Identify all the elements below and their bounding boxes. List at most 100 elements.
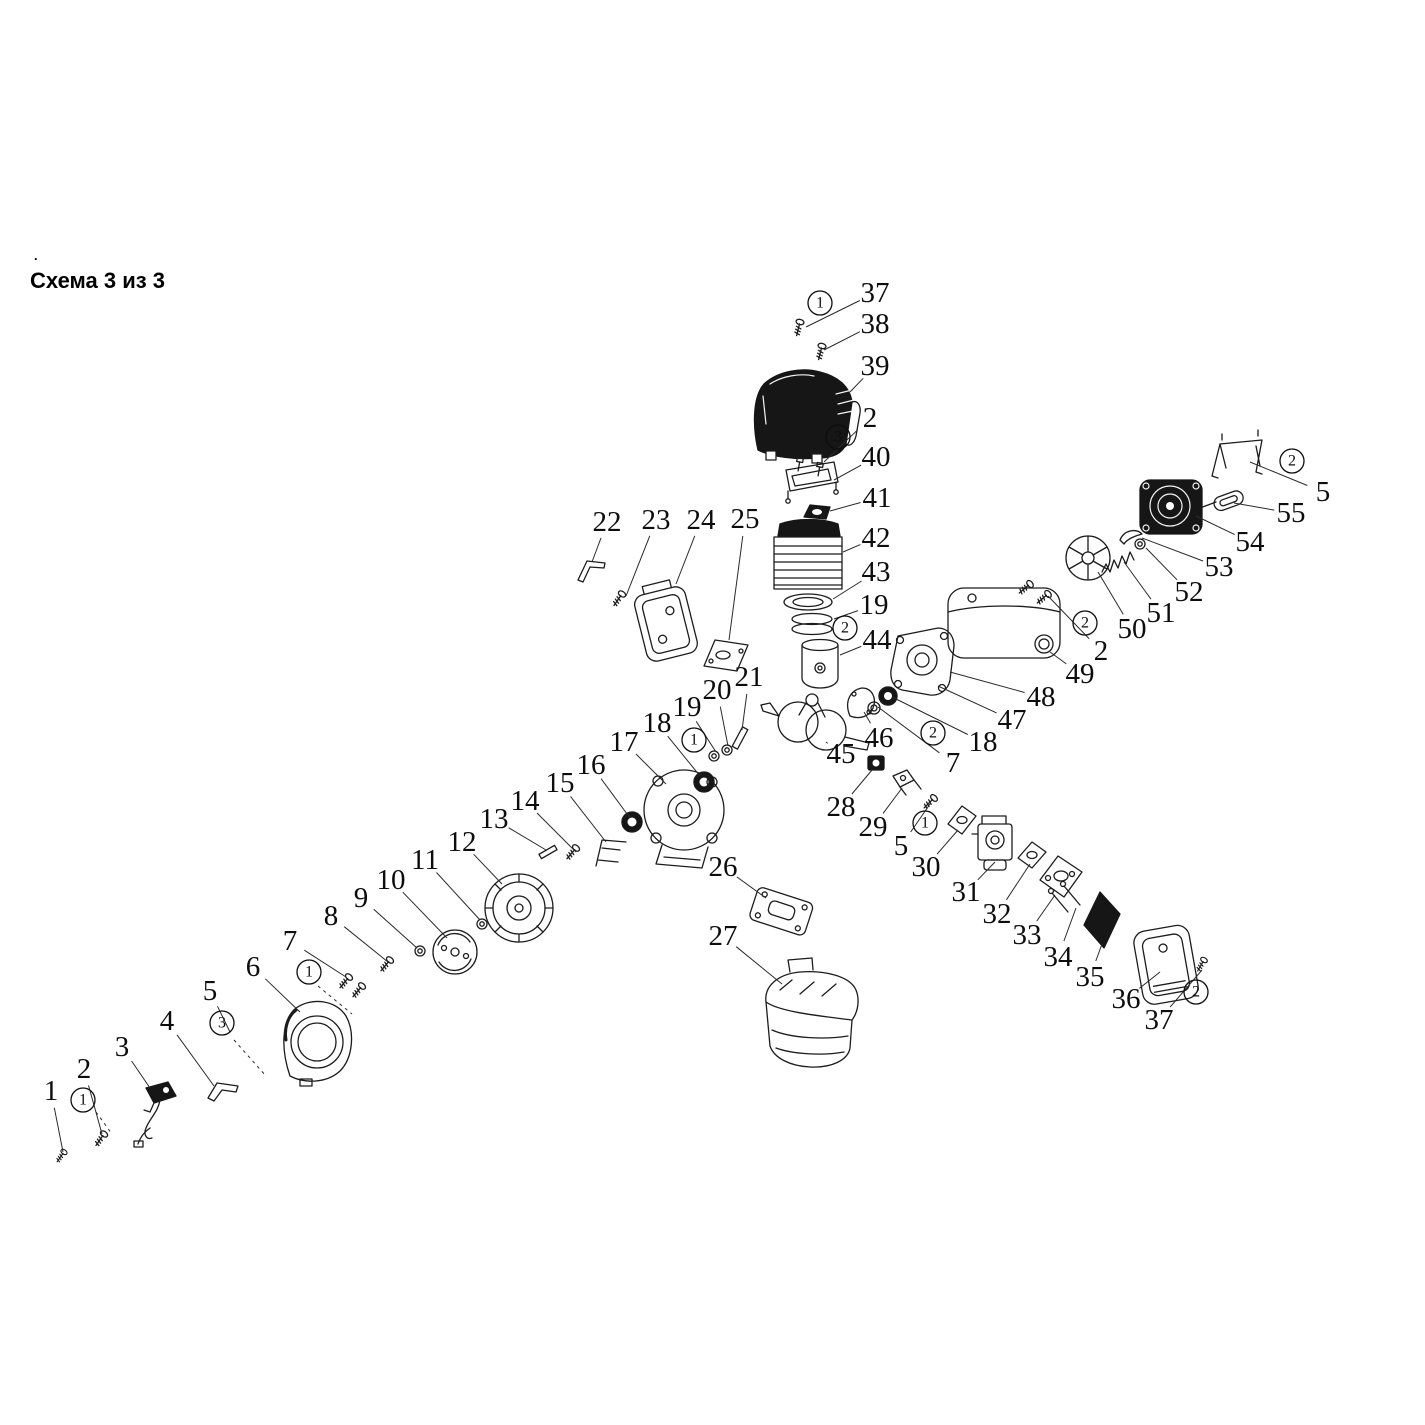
- leader-line: [508, 827, 547, 851]
- part-number: 5: [1316, 476, 1331, 508]
- part-number: 52: [1175, 576, 1204, 608]
- screw-7a: [336, 971, 355, 991]
- leader-line: [1123, 561, 1152, 600]
- part-number: 37: [1145, 1004, 1174, 1036]
- screw-23: [610, 588, 628, 609]
- pin-13: [538, 844, 558, 860]
- plate-29: [892, 769, 922, 796]
- leader-line: [735, 946, 783, 985]
- part-number: 32: [983, 898, 1012, 930]
- part-number: 41: [863, 482, 892, 514]
- part-number: 27: [709, 920, 738, 952]
- cylinder: [773, 518, 843, 590]
- washer-11: [476, 918, 488, 930]
- leader-line: [264, 978, 301, 1013]
- leader-line: [304, 949, 347, 978]
- carburetor: [971, 815, 1013, 871]
- leader-line: [833, 464, 862, 481]
- leader-line: [1036, 894, 1056, 922]
- leader-line: [1138, 971, 1161, 989]
- quantity-circle: 2: [1072, 610, 1098, 636]
- part-number: 5: [894, 830, 909, 862]
- bracket-22: [577, 560, 606, 583]
- part-number: 53: [1205, 551, 1234, 583]
- leader-lines: [53, 300, 1308, 1153]
- leader-line: [591, 537, 602, 563]
- leader-line: [88, 1085, 103, 1135]
- part-number: 30: [912, 851, 941, 883]
- part-number: 33: [1013, 919, 1042, 951]
- leader-line: [736, 876, 767, 899]
- leader-line: [675, 535, 696, 585]
- part-number: 45: [827, 738, 856, 770]
- screw-14: [563, 842, 582, 862]
- svg-text:3: 3: [218, 1015, 226, 1032]
- leader-line: [833, 610, 859, 620]
- leader-line: [877, 706, 940, 754]
- part-number: 40: [862, 441, 891, 473]
- part-number: 51: [1147, 597, 1176, 629]
- svg-text:2: 2: [1192, 984, 1200, 1001]
- leader-line: [829, 502, 861, 512]
- quantity-circle: 1: [681, 727, 707, 753]
- part-number: 18: [969, 726, 998, 758]
- leader-line: [176, 1034, 215, 1087]
- part-number: 9: [354, 882, 369, 914]
- part-number: 36: [1112, 983, 1141, 1015]
- crankshaft: [760, 693, 870, 751]
- part-number: 20: [703, 674, 732, 706]
- svg-text:1: 1: [305, 964, 313, 981]
- part-number: 23: [642, 504, 671, 536]
- part-number: 26: [709, 851, 738, 883]
- filter-cover: [1133, 924, 1199, 1005]
- leader-line: [473, 853, 503, 885]
- leader-line: [728, 535, 744, 641]
- leader-line: [891, 696, 969, 735]
- quantity-circle: 2: [920, 720, 946, 746]
- muffler-gasket: [703, 639, 749, 672]
- part-number: 11: [411, 844, 439, 876]
- screw-37: [792, 317, 806, 338]
- leader-line: [600, 778, 631, 819]
- quantity-circle: 1: [296, 959, 322, 985]
- part-number: 43: [862, 556, 891, 588]
- bracket-4: [207, 1082, 239, 1102]
- leader-line: [842, 544, 861, 553]
- fuel-tank: [947, 587, 1061, 659]
- bolt-2a: [794, 456, 804, 473]
- part-number: 35: [1076, 961, 1105, 993]
- stop-switch: [133, 1081, 177, 1148]
- recoil-starter: [1139, 479, 1203, 535]
- pawl-28: [867, 755, 885, 771]
- leader-line: [741, 693, 748, 731]
- crankcase-half-left: [643, 769, 725, 869]
- svg-text:2: 2: [1081, 615, 1089, 632]
- part-number: 25: [731, 503, 760, 535]
- part-number: 3: [115, 1031, 130, 1063]
- leader-line: [805, 300, 861, 328]
- part-number: 17: [610, 726, 639, 758]
- svg-text:2: 2: [841, 620, 849, 637]
- screw-1: [53, 1147, 69, 1165]
- part-number: 19: [860, 589, 889, 621]
- leader-line: [1047, 595, 1090, 640]
- leader-line: [536, 812, 577, 853]
- washer-52: [1134, 538, 1146, 550]
- frame-bracket: [1211, 429, 1263, 479]
- quantity-circle: 2: [1279, 448, 1305, 474]
- part-number: 2: [863, 402, 878, 434]
- starter-pulley: [1065, 535, 1111, 581]
- intake-insulator: [803, 504, 831, 520]
- part-number: 15: [546, 767, 575, 799]
- leader-line: [823, 429, 859, 463]
- leader-line: [570, 796, 607, 843]
- washer-20: [721, 744, 733, 756]
- leader-line: [936, 829, 959, 855]
- circlip-19: [708, 750, 720, 762]
- quantity-circle: 2: [832, 615, 858, 641]
- screw-5-bottom: [920, 792, 940, 812]
- leader-line: [1249, 461, 1308, 486]
- part-number: 42: [862, 522, 891, 554]
- piston-pin: [731, 726, 749, 750]
- bearing-16: [621, 811, 643, 833]
